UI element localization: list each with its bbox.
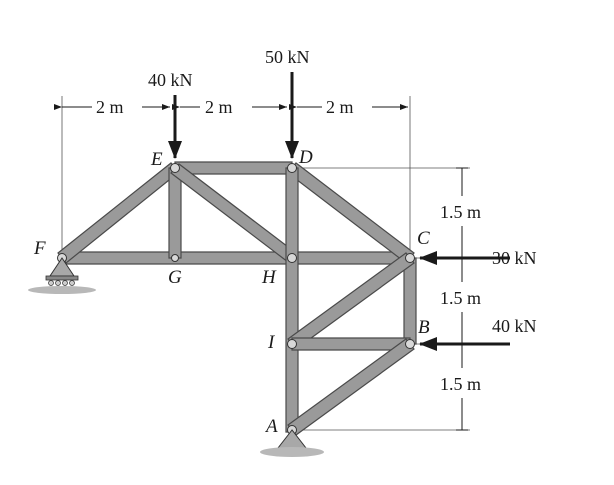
member-FE: [57, 162, 180, 264]
node-label-F: F: [33, 238, 46, 259]
right-dimension: [456, 167, 468, 431]
member-EG: [168, 167, 182, 259]
node-label-A: A: [264, 416, 278, 437]
pin-D: [287, 163, 297, 173]
dim-label-top-3: 2 m: [326, 97, 354, 117]
load-label-E: 40 kN: [148, 70, 193, 90]
member-IB: [291, 337, 411, 351]
pin-I: [287, 339, 297, 349]
member-ED: [174, 161, 293, 175]
node-label-C: C: [417, 228, 430, 249]
member-CB: [403, 257, 417, 345]
pin-C: [405, 253, 415, 263]
pin-H: [287, 253, 297, 263]
dim-label-top-1: 2 m: [96, 97, 124, 117]
load-label-D: 50 kN: [265, 47, 310, 67]
member-CI: [287, 252, 415, 350]
member-FC: [61, 251, 411, 265]
node-label-H: H: [261, 267, 277, 288]
dim-label-top-2: 2 m: [205, 97, 233, 117]
node-label-I: I: [267, 332, 276, 353]
dim-label-right-3: 1.5 m: [440, 374, 481, 394]
node-label-D: D: [298, 147, 313, 168]
member-EH: [170, 163, 297, 263]
dim-label-right-1: 1.5 m: [440, 202, 481, 222]
pin-G: [171, 254, 179, 262]
member-BA: [287, 338, 415, 436]
pin-E: [170, 163, 180, 173]
node-label-G: G: [168, 267, 182, 288]
roller-support-F: [28, 257, 96, 294]
truss-members: [57, 161, 417, 436]
node-label-B: B: [418, 317, 430, 338]
node-label-E: E: [150, 149, 163, 170]
pin-B: [405, 339, 415, 349]
load-label-B: 40 kN: [492, 316, 537, 336]
member-DA: [285, 167, 299, 433]
member-DC: [287, 162, 415, 264]
load-label-C: 30 kN: [492, 248, 537, 268]
pin-support-A: [260, 429, 324, 457]
dim-label-right-2: 1.5 m: [440, 288, 481, 308]
